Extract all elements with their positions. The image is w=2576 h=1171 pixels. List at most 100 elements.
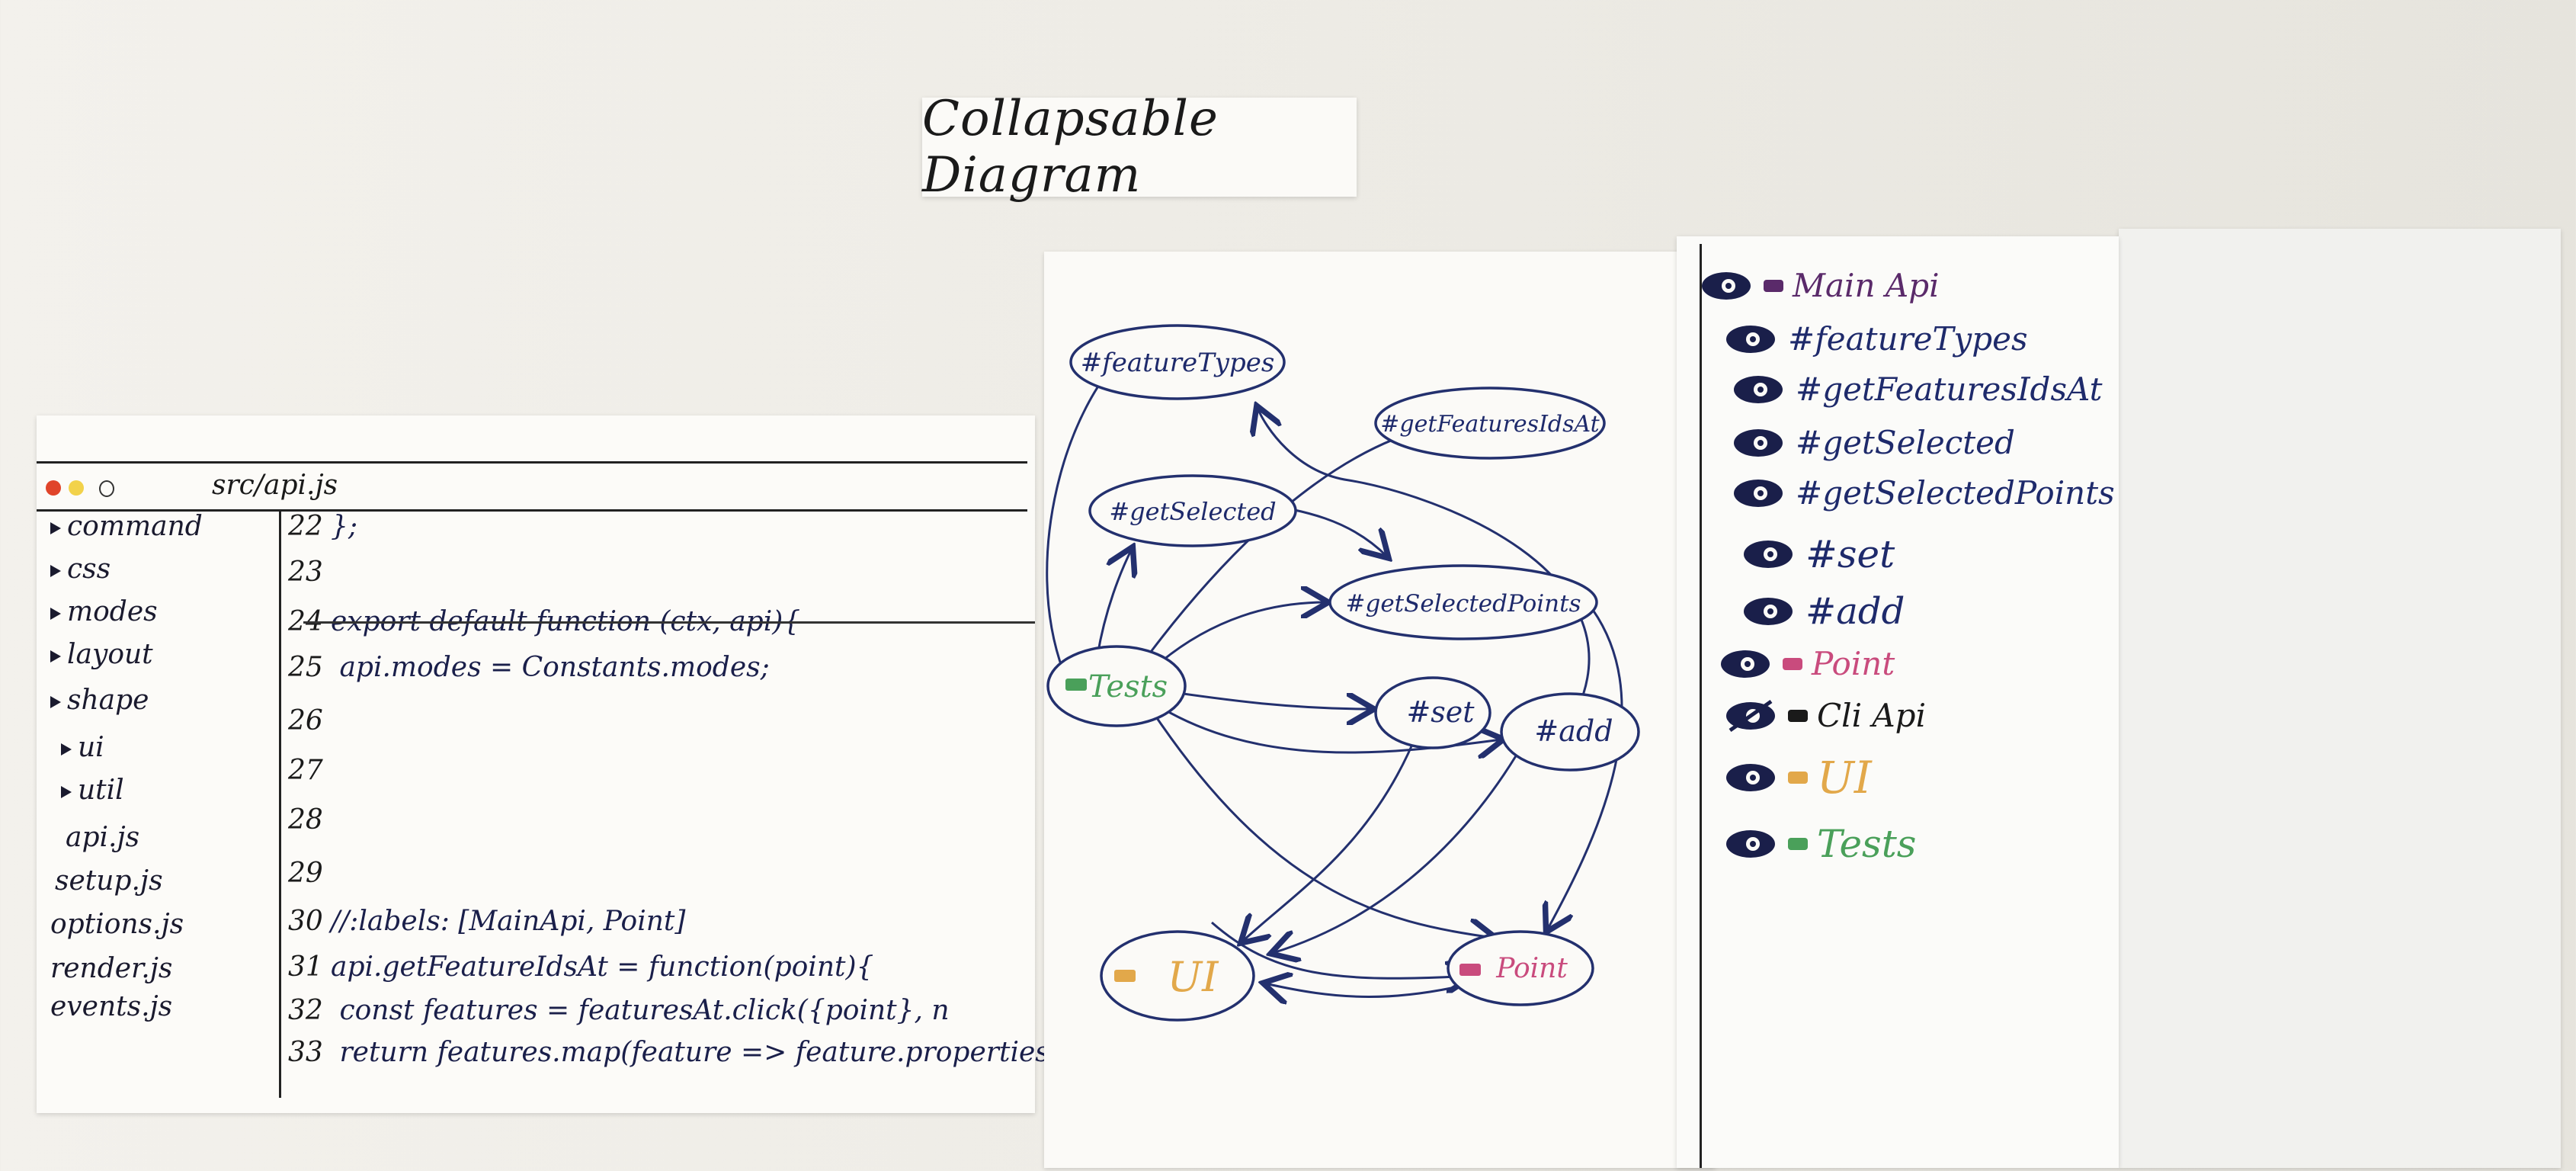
code-line: 26 bbox=[288, 705, 323, 736]
node-ui bbox=[1100, 930, 1255, 1022]
code-line: 32 const features = featuresAt.click({po… bbox=[288, 995, 950, 1026]
tree-item-set[interactable]: #set bbox=[1741, 532, 1895, 576]
code-underline bbox=[303, 621, 1035, 624]
maximize-window-icon[interactable] bbox=[99, 480, 114, 497]
diagram-sheet: #featureTypes #getFeaturesIdsAt #getSele… bbox=[1044, 252, 1715, 1168]
sidebar-file[interactable]: render.js bbox=[50, 953, 173, 984]
code-line: 27 bbox=[288, 755, 323, 786]
sidebar-folder[interactable]: command bbox=[50, 511, 203, 542]
sidebar-file[interactable]: options.js bbox=[50, 909, 184, 940]
node-featuretypes bbox=[1069, 324, 1286, 400]
visibility-eye-hidden-icon[interactable] bbox=[1724, 698, 1777, 733]
node-getselected-label: #getSelected bbox=[1109, 497, 1276, 526]
visibility-eye-icon[interactable] bbox=[1724, 322, 1777, 357]
point-color-chip bbox=[1459, 964, 1481, 976]
visibility-eye-icon[interactable] bbox=[1732, 425, 1785, 460]
node-point bbox=[1447, 930, 1594, 1006]
sidebar-file[interactable]: events.js bbox=[50, 991, 173, 1022]
folder-arrow-icon bbox=[50, 565, 61, 577]
tree-item-add[interactable]: #add bbox=[1741, 590, 1905, 633]
node-tests bbox=[1046, 645, 1187, 727]
folder-arrow-icon bbox=[50, 522, 61, 534]
edge-tests-getselectedpoints bbox=[1154, 602, 1326, 669]
node-ui-label: UI bbox=[1168, 953, 1220, 1001]
node-point-label: Point bbox=[1495, 953, 1568, 984]
code-line: 33 return features.map(feature => featur… bbox=[288, 1037, 1049, 1068]
edge-tests-getselected bbox=[1096, 549, 1132, 656]
node-set bbox=[1374, 676, 1491, 749]
node-getselectedpoints-label: #getSelectedPoints bbox=[1346, 590, 1581, 618]
node-add bbox=[1500, 692, 1640, 772]
edge-add-ui bbox=[1273, 754, 1518, 953]
edge-ui-point bbox=[1211, 921, 1471, 978]
code-line: 29 bbox=[288, 858, 323, 889]
visibility-eye-icon[interactable] bbox=[1724, 760, 1777, 795]
sidebar-file[interactable]: setup.js bbox=[55, 865, 163, 897]
collapsable-diagram: #featureTypes #getFeaturesIdsAt #getSele… bbox=[1046, 324, 1640, 1022]
edge-tests-set bbox=[1156, 688, 1372, 709]
visibility-eye-icon[interactable] bbox=[1732, 476, 1785, 511]
code-editor-sketch: src/api.js command css modes layout shap… bbox=[37, 415, 1049, 1113]
node-getselected bbox=[1088, 474, 1297, 547]
close-window-icon[interactable] bbox=[46, 480, 61, 496]
code-line: 30//:labels: [MainApi, Point] bbox=[288, 906, 686, 937]
tree-item-featuretypes[interactable]: #featureTypes bbox=[1724, 320, 2028, 358]
tree-item-getfeaturesidsat[interactable]: #getFeaturesIdsAt bbox=[1732, 371, 2102, 408]
edge-set-ui bbox=[1242, 731, 1419, 942]
sidebar-folder[interactable]: ui bbox=[61, 732, 104, 763]
tree-item-tests[interactable]: Tests bbox=[1724, 822, 1916, 866]
tree-item-main-api[interactable]: Main Api bbox=[1700, 267, 1940, 304]
visibility-eye-icon[interactable] bbox=[1741, 594, 1795, 629]
editor-file-title: src/api.js bbox=[212, 470, 338, 501]
file-tree-sidebar: command css modes layout shape ui util a… bbox=[50, 511, 281, 1098]
color-chip bbox=[1788, 772, 1808, 784]
code-line: 28 bbox=[288, 804, 323, 836]
node-getfeaturesidsat-label: #getFeaturesIdsAt bbox=[1380, 411, 1600, 438]
background-sheet bbox=[2119, 229, 2561, 1168]
panel-divider bbox=[1700, 244, 1702, 1168]
edge-getselectedpoints-point bbox=[1547, 609, 1623, 930]
title-card: Collapsable Diagram bbox=[922, 91, 1357, 204]
folder-arrow-icon bbox=[50, 650, 61, 662]
sidebar-folder[interactable]: util bbox=[61, 775, 124, 806]
node-featuretypes-label: #featureTypes bbox=[1081, 348, 1275, 378]
tree-item-ui[interactable]: UI bbox=[1724, 752, 1872, 804]
node-getselectedpoints bbox=[1328, 564, 1598, 640]
sidebar-folder[interactable]: layout bbox=[50, 639, 153, 670]
minimize-window-icon[interactable] bbox=[69, 480, 84, 496]
tree-item-cli-api[interactable]: Cli Api bbox=[1724, 697, 1926, 734]
color-chip bbox=[1788, 709, 1808, 722]
visibility-eye-icon[interactable] bbox=[1700, 268, 1753, 303]
edge-tests-point bbox=[1149, 708, 1494, 938]
visibility-eye-icon[interactable] bbox=[1732, 372, 1785, 407]
sidebar-folder[interactable]: css bbox=[50, 553, 111, 585]
tree-item-point[interactable]: Point bbox=[1719, 645, 1895, 682]
tests-color-chip bbox=[1065, 679, 1087, 691]
ui-color-chip bbox=[1114, 970, 1136, 982]
tree-item-getselectedpoints[interactable]: #getSelectedPoints bbox=[1732, 474, 2115, 512]
node-tests-label: Tests bbox=[1088, 669, 1168, 704]
code-line: 23 bbox=[288, 557, 323, 588]
folder-arrow-icon bbox=[50, 608, 61, 620]
node-set-label: #set bbox=[1406, 695, 1475, 729]
code-line: 25 api.modes = Constants.modes; bbox=[288, 652, 770, 683]
folder-arrow-icon bbox=[61, 743, 72, 756]
color-chip bbox=[1764, 279, 1783, 292]
node-add-label: #add bbox=[1534, 714, 1613, 748]
visibility-eye-icon[interactable] bbox=[1719, 646, 1772, 682]
tree-item-getselected[interactable]: #getSelected bbox=[1732, 424, 2015, 461]
sidebar-file[interactable]: api.js bbox=[66, 822, 140, 853]
page-title: Collapsable Diagram bbox=[922, 91, 1219, 204]
editor-titlebar: src/api.js bbox=[37, 461, 1027, 512]
folder-arrow-icon bbox=[61, 786, 72, 798]
color-chip bbox=[1783, 657, 1802, 670]
code-line: 22}; bbox=[288, 511, 358, 542]
sidebar-folder[interactable]: modes bbox=[50, 596, 158, 627]
folder-arrow-icon bbox=[50, 696, 61, 708]
sidebar-folder[interactable]: shape bbox=[50, 685, 149, 716]
visibility-eye-icon[interactable] bbox=[1724, 826, 1777, 861]
node-getfeaturesidsat bbox=[1374, 387, 1606, 460]
visibility-eye-icon[interactable] bbox=[1741, 537, 1795, 572]
